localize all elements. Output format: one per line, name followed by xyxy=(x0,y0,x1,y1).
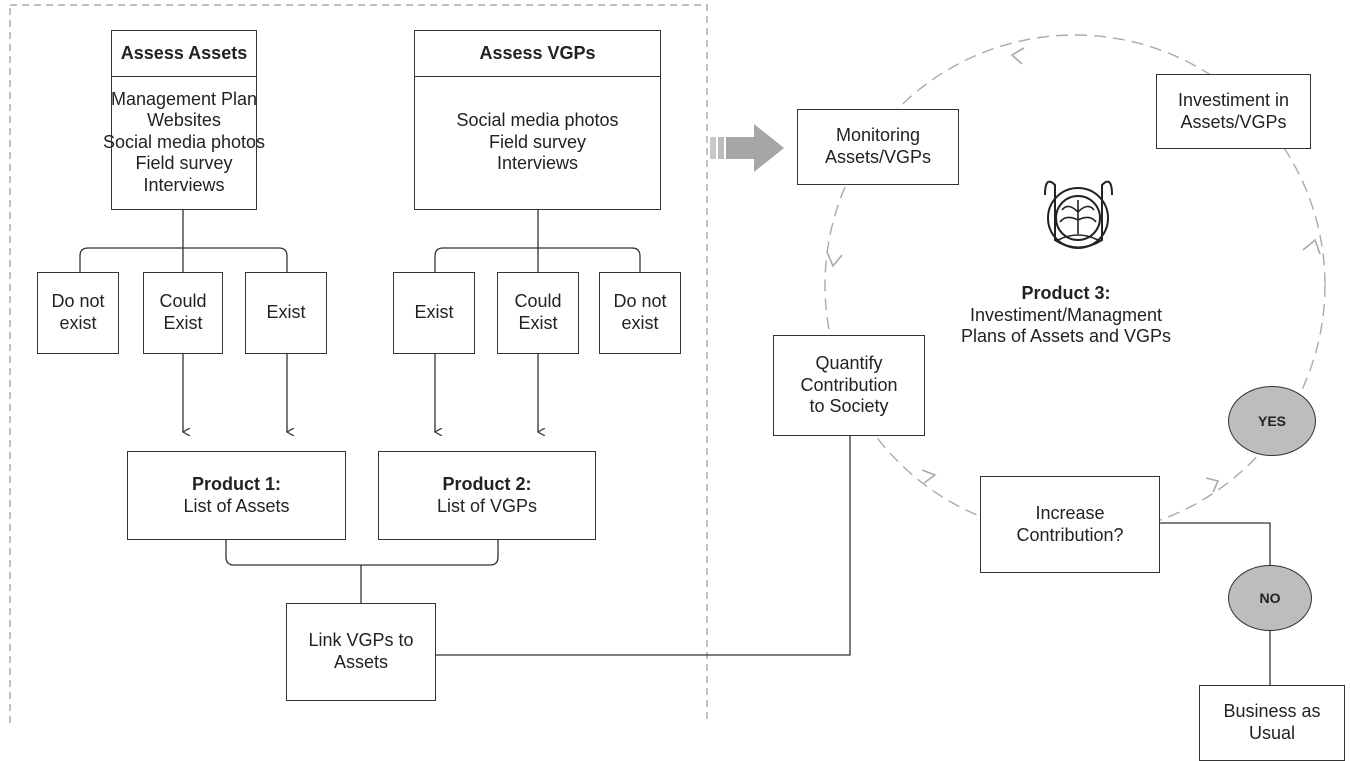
status-label: Exist xyxy=(266,302,306,323)
connector-lines xyxy=(9,4,1326,724)
increase-box: Increase Contribution? xyxy=(980,476,1160,573)
link-to-quantify xyxy=(436,436,851,656)
quantify-label: Quantify xyxy=(815,353,883,374)
investment-box: Investiment in Assets/VGPs xyxy=(1156,74,1311,149)
link-label: Link VGPs to xyxy=(308,630,414,651)
product1-title: Product 1: xyxy=(191,473,281,494)
cycle-circle xyxy=(824,34,1326,536)
vgps-exist-box: Exist xyxy=(393,272,475,354)
assets-do-not-exist-box: Do not exist xyxy=(37,272,119,354)
assets-item: Field survey xyxy=(135,153,233,174)
no-circle: NO xyxy=(1228,565,1312,631)
product2-subtitle: List of VGPs xyxy=(436,495,538,516)
product2-box: Product 2: List of VGPs xyxy=(378,451,596,540)
assets-exist-box: Exist xyxy=(245,272,327,354)
product-arrows xyxy=(183,354,538,432)
link-label: Assets xyxy=(333,652,389,672)
increase-to-no xyxy=(1160,522,1271,685)
status-label: Exist xyxy=(414,302,454,323)
products-join xyxy=(225,540,499,603)
logo-icon xyxy=(1044,180,1113,249)
yes-circle: YES xyxy=(1228,386,1316,456)
quantify-box: Quantify Contribution to Society xyxy=(773,335,925,436)
monitoring-label: Monitoring xyxy=(835,125,921,146)
monitoring-box: Monitoring Assets/VGPs xyxy=(797,109,959,185)
increase-label: Increase xyxy=(1035,502,1105,523)
assets-item: Interviews xyxy=(143,174,225,195)
quantify-label: to Society xyxy=(809,396,889,417)
left-panel-border xyxy=(9,4,708,724)
vgps-could-exist-box: Could Exist xyxy=(497,272,579,354)
status-label: Do not xyxy=(51,291,105,312)
investment-label: Investiment in xyxy=(1177,89,1290,110)
status-label: Could xyxy=(514,291,562,312)
quantify-label: Contribution xyxy=(800,374,898,395)
product1-subtitle: List of Assets xyxy=(183,495,290,516)
vgps-item: Social media photos xyxy=(456,110,619,131)
assets-branch xyxy=(79,210,288,272)
monitoring-label: Assets/VGPs xyxy=(824,147,932,167)
status-label: Could xyxy=(159,291,207,312)
assess-vgps-title: Assess VGPs xyxy=(415,31,660,77)
product3-label: Product 3: Investiment/Managment Plans o… xyxy=(946,283,1186,348)
vgps-item: Field survey xyxy=(488,131,587,152)
assets-item: Websites xyxy=(147,110,221,131)
assess-assets-box: Assess Assets Management Plan Websites S… xyxy=(103,30,265,210)
business-label: Business as xyxy=(1223,701,1321,722)
product3-line: Plans of Assets and VGPs xyxy=(960,326,1172,347)
status-label: Exist xyxy=(518,313,558,333)
product3-title: Product 3: xyxy=(1021,283,1111,303)
link-box: Link VGPs to Assets xyxy=(286,603,436,701)
big-arrow xyxy=(710,124,784,172)
assets-could-exist-box: Could Exist xyxy=(143,272,223,354)
assess-vgps-box: Assess VGPs Social media photos Field su… xyxy=(414,30,661,210)
product1-box: Product 1: List of Assets xyxy=(127,451,346,540)
product3-line: Investiment/Managment xyxy=(969,304,1163,325)
status-label: Do not xyxy=(613,291,667,312)
cycle-arrowheads xyxy=(826,47,1321,493)
status-label: exist xyxy=(621,313,659,333)
vgps-do-not-exist-box: Do not exist xyxy=(599,272,681,354)
business-label: Usual xyxy=(1248,723,1296,743)
assess-assets-title: Assess Assets xyxy=(112,31,256,77)
business-box: Business as Usual xyxy=(1199,685,1345,761)
assets-item: Management Plan xyxy=(110,88,258,109)
status-label: Exist xyxy=(163,313,203,333)
vgps-item: Interviews xyxy=(496,153,579,174)
investment-label: Assets/VGPs xyxy=(1180,111,1287,132)
increase-label: Contribution? xyxy=(1016,524,1124,545)
product2-title: Product 2: xyxy=(442,473,532,494)
assets-item: Social media photos xyxy=(102,131,266,152)
status-label: exist xyxy=(59,313,97,333)
vgps-branch xyxy=(434,210,641,272)
